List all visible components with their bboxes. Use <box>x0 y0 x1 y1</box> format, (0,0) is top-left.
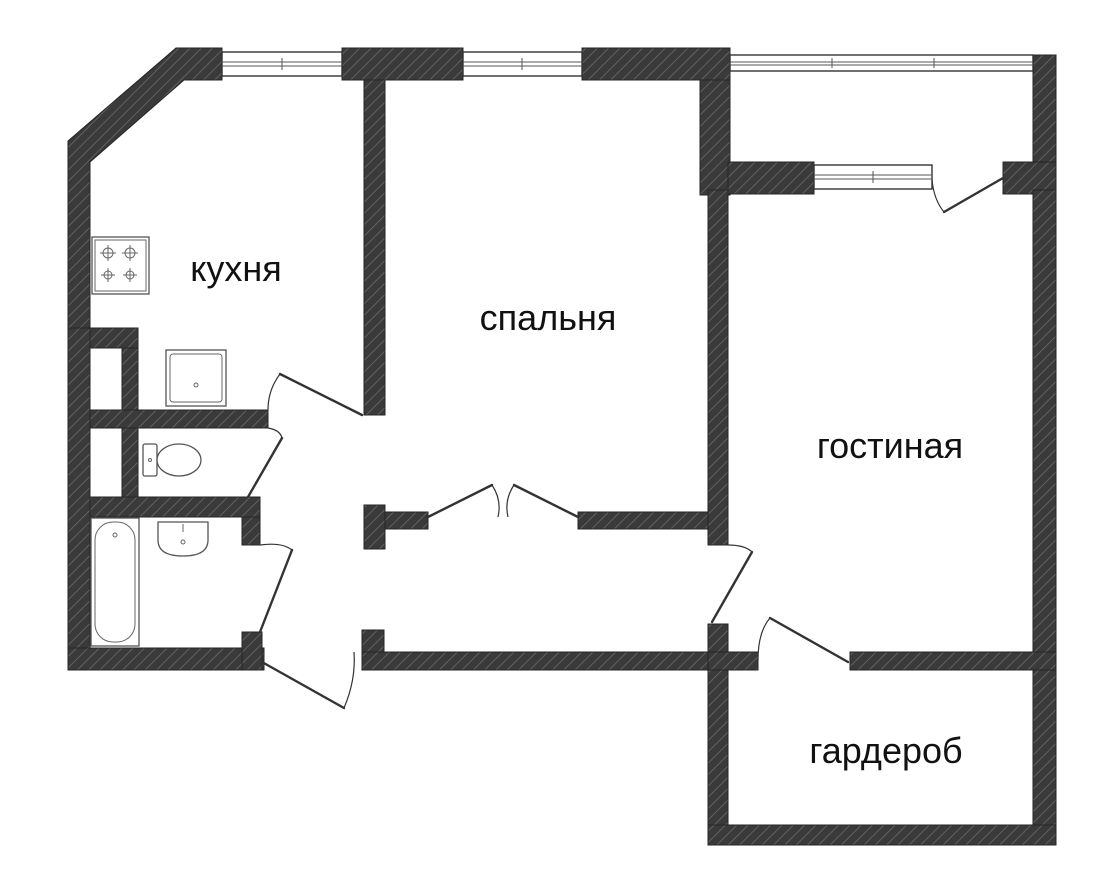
bedroom-window <box>462 51 583 77</box>
wall-bath-right-bottom <box>241 631 263 671</box>
wall-living-left <box>707 189 729 546</box>
room-label-bedroom: спальня <box>480 297 617 338</box>
wall-top-segment-1 <box>341 47 464 81</box>
living-door <box>710 544 754 624</box>
wall-kitchen-bottom <box>89 327 139 349</box>
wall-balcony-inner-right <box>1002 161 1057 195</box>
wall-wardrobe-top-right <box>849 651 1057 671</box>
wall-bath-right-top <box>241 516 261 546</box>
wall-bedroom-living <box>699 79 731 196</box>
wall-kitchen-wc <box>89 409 269 429</box>
balcony-window <box>729 54 1034 72</box>
kitchen-door <box>267 372 364 417</box>
wall-vent-right <box>121 347 139 414</box>
bedroom-double-door <box>426 483 580 519</box>
wall-bedroom-bottom-left <box>384 511 429 530</box>
room-label-kitchen: кухня <box>190 248 282 289</box>
wall-bedroom-bottom-right <box>577 511 709 530</box>
wall-left <box>67 327 91 671</box>
living-window <box>813 164 933 190</box>
wall-wc-bath <box>89 496 261 518</box>
wall-wardrobe-left <box>707 669 729 846</box>
doors <box>246 176 1005 710</box>
wall-right <box>1032 189 1057 846</box>
wall-vent2-right <box>121 427 139 501</box>
wall-wardrobe-top-left <box>707 651 759 671</box>
bathroom-door <box>258 543 294 634</box>
wall-balcony-right-top <box>1032 54 1057 171</box>
wc-door <box>246 427 284 499</box>
wall-bottom-left <box>67 647 265 671</box>
bathtub <box>90 517 140 647</box>
entrance-door <box>260 651 355 710</box>
kitchen-sink <box>165 349 227 407</box>
windows <box>221 51 1034 190</box>
wall-top-segment-2 <box>581 47 731 81</box>
wall-bedroom-left-lower <box>363 504 386 550</box>
stove <box>91 236 150 295</box>
kitchen-window <box>221 51 343 77</box>
room-label-living: гостиная <box>817 425 963 466</box>
toilet <box>142 443 202 477</box>
room-label-wardrobe: гардероб <box>809 730 962 771</box>
wall-balcony-inner-left <box>727 161 815 195</box>
walls <box>67 47 1057 846</box>
wall-hall-bottom <box>361 651 725 671</box>
wall-wardrobe-bottom <box>707 824 1057 846</box>
balcony-door <box>931 176 1005 214</box>
wardrobe-door <box>757 616 850 664</box>
bathroom-sink <box>157 521 209 557</box>
wall-kitchen-bedroom <box>363 79 386 416</box>
